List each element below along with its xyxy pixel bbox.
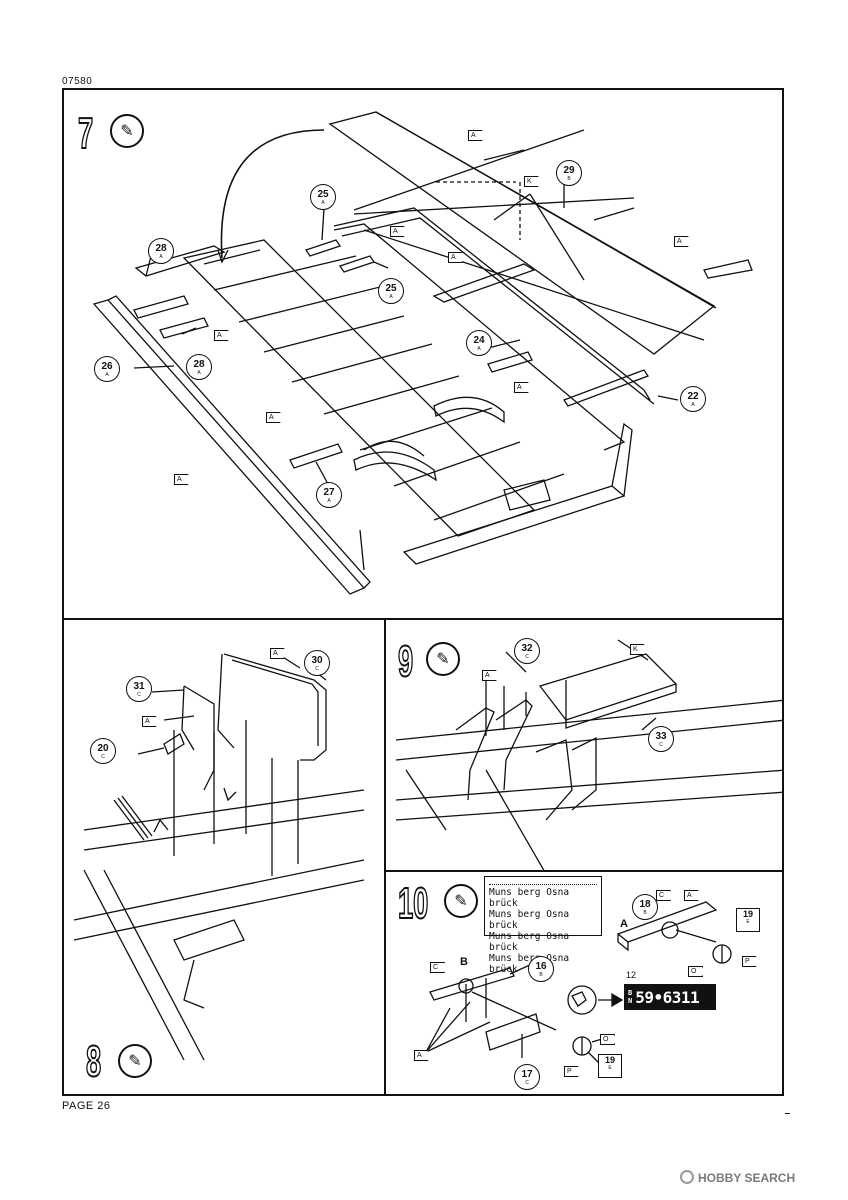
glue-tube-icon: ✎ [426, 642, 460, 676]
decal-sheet: Muns berg Osna brück Muns berg Osna brüc… [484, 876, 602, 975]
step-7-panel: 7 ✎ [62, 88, 784, 620]
cab-mount-drawing [395, 639, 782, 870]
step-number: 8 [85, 1037, 102, 1086]
step-number: 7 [77, 109, 94, 158]
step-number: 10 [397, 879, 429, 928]
glue-tube-icon: ✎ [444, 884, 478, 918]
bracket-a-label: A [620, 918, 628, 930]
document-code: 07580 [62, 76, 93, 87]
decal-number: 12 [626, 970, 637, 980]
watermark: HOBBY SEARCH [680, 1170, 795, 1185]
hobbysearch-logo-icon [680, 1170, 694, 1184]
rear-lights-drawing [425, 901, 732, 1065]
decal-sheet-header [489, 879, 597, 885]
plate-prefix-top: B [628, 989, 633, 997]
step-number: 9 [397, 637, 414, 686]
plate-prefix-bottom: N [628, 997, 633, 1005]
watermark-text: HOBBY SEARCH [698, 1171, 796, 1185]
step-10-panel: 10 ✎ Muns berg Osna brück Muns berg Osna… [384, 870, 784, 1096]
decal-line: Muns berg Osna brück [489, 887, 570, 909]
glue-tube-icon: ✎ [110, 114, 144, 148]
bracket-b-label: B [460, 956, 468, 968]
margin-tick [785, 1113, 790, 1114]
tailgate-frame-drawing [73, 653, 365, 1061]
page-number: PAGE 26 [62, 1100, 111, 1112]
decal-line: Muns berg Osna brück [489, 909, 570, 931]
plate-number: 59•6311 [635, 987, 700, 1007]
glue-tube-icon: ✎ [118, 1044, 152, 1078]
chassis-frame-drawing [92, 111, 753, 595]
decal-line: Muns berg Osna brück [489, 931, 570, 953]
